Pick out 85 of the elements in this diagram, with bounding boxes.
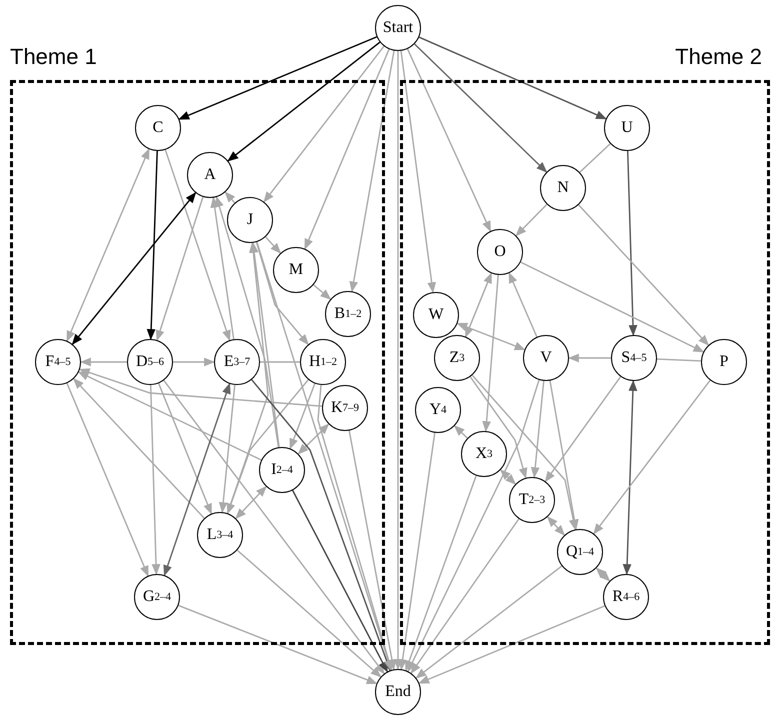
arrow <box>418 605 606 684</box>
arrow <box>227 42 380 162</box>
arrow <box>520 262 704 352</box>
state-circle: A <box>187 152 233 198</box>
arrow <box>546 516 566 536</box>
arrow <box>78 368 322 407</box>
arrow <box>265 236 282 254</box>
arrow <box>405 475 477 672</box>
arrow <box>414 44 548 173</box>
arrow <box>394 51 402 670</box>
state-circle: N <box>540 165 586 211</box>
arrow <box>250 242 280 448</box>
arrow <box>146 150 158 340</box>
state-circle: J <box>227 197 273 243</box>
arrow <box>410 518 520 674</box>
arrow <box>150 384 160 576</box>
state-circle: W <box>413 292 459 338</box>
state-circle: M <box>273 247 319 293</box>
arrow <box>163 380 385 674</box>
arrow <box>456 322 526 350</box>
arrow <box>348 430 396 670</box>
arrow <box>290 383 316 450</box>
arrow <box>226 379 309 514</box>
arrow <box>398 432 436 670</box>
arrow <box>454 425 468 439</box>
arrow <box>158 383 212 515</box>
arrow <box>78 371 262 461</box>
arrow <box>163 382 231 576</box>
arrow <box>593 380 711 535</box>
arrow <box>210 196 234 340</box>
arrow <box>407 380 540 672</box>
group-heading: Theme 2 <box>675 44 762 70</box>
arrow <box>549 380 579 530</box>
arrow <box>256 242 392 672</box>
arrow <box>263 46 385 203</box>
arrow <box>178 36 378 120</box>
arrow <box>415 565 562 679</box>
arrow <box>215 196 280 448</box>
state-circle: End <box>375 669 421 715</box>
arrow <box>313 284 332 300</box>
arrow <box>406 48 492 232</box>
arrow <box>256 242 309 346</box>
state-circle: O <box>477 229 523 275</box>
arrow <box>66 148 150 342</box>
arrow <box>349 50 395 292</box>
arrow <box>482 274 499 432</box>
arrow <box>226 242 269 514</box>
arrow <box>578 204 710 346</box>
state-circle: V <box>523 335 569 381</box>
arrow <box>465 272 492 338</box>
arrow <box>66 382 149 577</box>
arrow <box>236 550 382 678</box>
arrow <box>235 486 267 520</box>
arrow <box>400 50 436 294</box>
arrow <box>515 204 548 236</box>
arrow <box>317 384 393 671</box>
state-circle: Start <box>375 5 421 51</box>
arrow <box>470 376 528 479</box>
group-heading: Theme 1 <box>10 44 97 70</box>
arrow <box>292 490 388 673</box>
arrow <box>472 374 578 531</box>
arrow <box>596 567 610 582</box>
arrow <box>298 423 330 455</box>
arrow <box>500 469 516 485</box>
arrow <box>304 48 390 250</box>
arrow <box>218 384 236 514</box>
arrow <box>224 191 236 204</box>
arrow <box>530 380 544 478</box>
arrow <box>80 358 127 366</box>
state-circle: C <box>135 105 181 151</box>
arrow <box>544 376 622 482</box>
arrow <box>173 358 216 366</box>
state-circle: P <box>701 339 747 385</box>
state-circle: U <box>604 105 650 151</box>
arrow <box>568 354 611 362</box>
arrow <box>178 604 378 684</box>
arrow <box>418 36 607 120</box>
arrow <box>72 378 205 519</box>
arrow <box>164 150 231 342</box>
arrow <box>156 196 204 342</box>
arrow <box>508 272 538 338</box>
arrow <box>251 379 391 672</box>
arrow <box>72 192 196 345</box>
arrow <box>622 380 638 576</box>
arrow <box>627 150 638 336</box>
